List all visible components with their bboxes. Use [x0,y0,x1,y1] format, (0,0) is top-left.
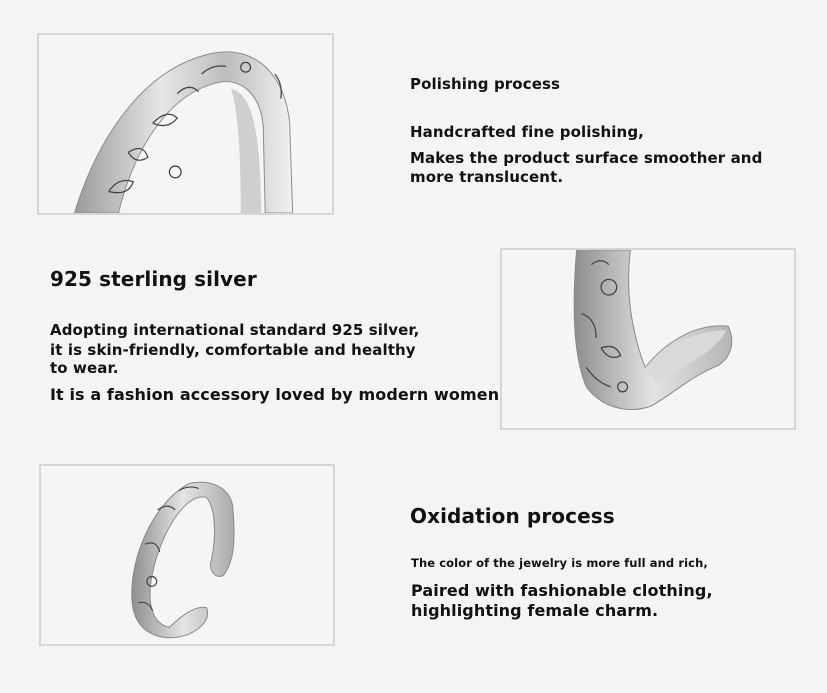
section-text-polishing-1: Handcrafted fine polishing, [410,123,644,141]
section-text-oxidation-3: highlighting female charm. [411,601,659,620]
section-text-oxidation-2: Paired with fashionable clothing, [411,581,713,600]
section-text-silver-3: to wear. [50,359,119,377]
section-title-polishing: Polishing process [410,75,561,93]
product-image-silver [500,248,796,430]
open-ring-icon [131,481,235,639]
section-text-polishing-3: more translucent. [410,168,564,186]
section-text-polishing-2: Makes the product surface smoother and [410,149,763,167]
section-title-oxidation: Oxidation process [410,504,615,528]
section-text-silver-2: it is skin-friendly, comfortable and hea… [50,341,416,359]
section-text-oxidation-1: The color of the jewelry is more full an… [411,556,708,570]
section-text-silver-4: It is a fashion accessory loved by moder… [50,385,506,404]
product-image-polishing [37,33,334,215]
ring-curve-icon [573,250,733,410]
product-image-oxidation [39,464,335,646]
section-title-silver: 925 sterling silver [50,267,257,291]
section-text-silver-1: Adopting international standard 925 silv… [50,321,420,339]
ring-arc-icon [73,51,294,213]
